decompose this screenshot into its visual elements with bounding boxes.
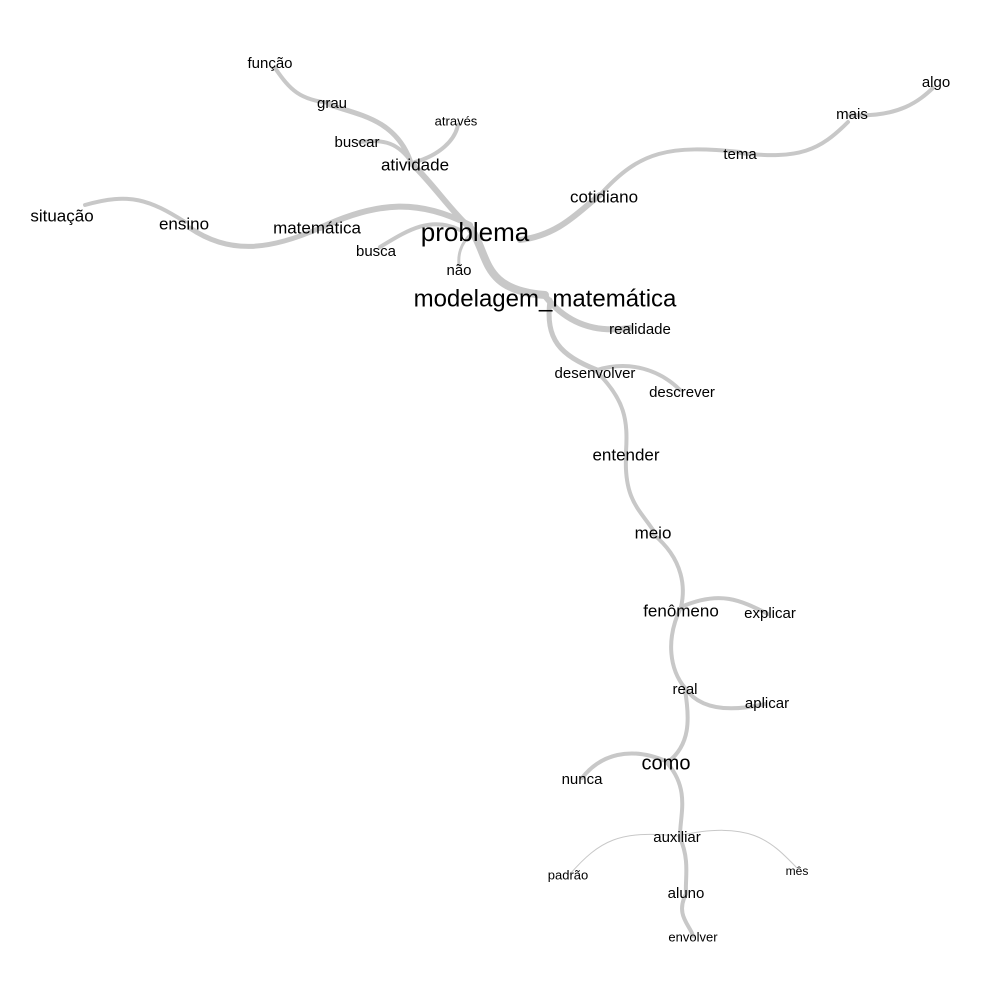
- node-fenomeno: fenômeno: [643, 601, 719, 620]
- node-buscar: buscar: [334, 134, 379, 151]
- edge-desenvolver-entender: [595, 370, 629, 454]
- edge-real-aplicar: [683, 686, 767, 711]
- edge-meio-fenomeno: [651, 532, 685, 609]
- edge-problema-matematica: [317, 203, 473, 231]
- node-realidade: realidade: [609, 321, 671, 338]
- edge-fenomeno-real: [669, 605, 687, 690]
- node-auxiliar: auxiliar: [653, 829, 701, 846]
- edge-auxiliar-padrao: [569, 833, 678, 875]
- node-envolver: envolver: [668, 929, 718, 944]
- node-nao: não: [446, 262, 471, 279]
- edge-real-como: [666, 688, 690, 764]
- node-meio: meio: [635, 523, 672, 542]
- node-padrao: padrão: [548, 867, 588, 882]
- node-aluno: aluno: [668, 885, 705, 902]
- edge-fenomeno-explicar: [679, 596, 770, 616]
- node-mais: mais: [836, 106, 868, 123]
- edge-cotidiano-tema: [598, 147, 742, 197]
- edge-grau-funcao: [273, 66, 332, 105]
- node-atividade: atividade: [381, 155, 449, 174]
- labels-layer: problema modelagem_matemática atividade …: [30, 55, 950, 944]
- edge-matematica-ensino: [187, 225, 323, 249]
- node-busca: busca: [356, 243, 397, 260]
- node-como: como: [642, 752, 691, 774]
- edge-problema-nao: [457, 233, 472, 267]
- node-descrever: descrever: [649, 384, 715, 401]
- node-explicar: explicar: [744, 605, 796, 622]
- edge-atividade-buscar: [358, 139, 412, 162]
- node-real: real: [672, 681, 697, 698]
- node-ensino: ensino: [159, 214, 209, 233]
- node-atraves: através: [435, 113, 478, 128]
- node-nunca: nunca: [562, 771, 604, 788]
- edge-atividade-atraves: [413, 123, 460, 164]
- edge-desenvolver-descrever: [595, 364, 682, 392]
- edge-ensino-situacao: [83, 196, 187, 224]
- edges-layer: [83, 66, 935, 938]
- edge-problema-cotidiano: [517, 192, 603, 243]
- edge-auxiliar-aluno: [678, 836, 689, 894]
- edge-tema-mais: [738, 120, 850, 158]
- edge-atividade-grau: [327, 102, 413, 163]
- node-mes: mês: [786, 864, 809, 878]
- node-grau: grau: [317, 95, 347, 112]
- edge-como-auxiliar: [666, 762, 685, 838]
- node-modelagem-matematica: modelagem_matemática: [414, 285, 677, 312]
- node-cotidiano: cotidiano: [570, 187, 638, 206]
- edge-auxiliar-mes: [676, 829, 798, 869]
- node-matematica: matemática: [273, 218, 361, 237]
- edge-problema-busca: [378, 222, 462, 249]
- edge-modelagem-desenvolver: [546, 297, 600, 373]
- edge-problema-modelagem: [466, 224, 549, 299]
- node-tema: tema: [723, 146, 757, 163]
- node-funcao: função: [247, 55, 292, 72]
- node-algo: algo: [922, 74, 950, 91]
- node-situacao: situação: [30, 206, 93, 225]
- edge-como-nunca: [580, 751, 670, 780]
- node-desenvolver: desenvolver: [555, 365, 636, 382]
- node-aplicar: aplicar: [745, 695, 789, 712]
- node-entender: entender: [592, 445, 659, 464]
- edge-mais-algo: [848, 86, 935, 118]
- node-problema: problema: [421, 217, 530, 247]
- edge-aluno-envolver: [680, 892, 695, 938]
- edge-entender-meio: [623, 454, 655, 532]
